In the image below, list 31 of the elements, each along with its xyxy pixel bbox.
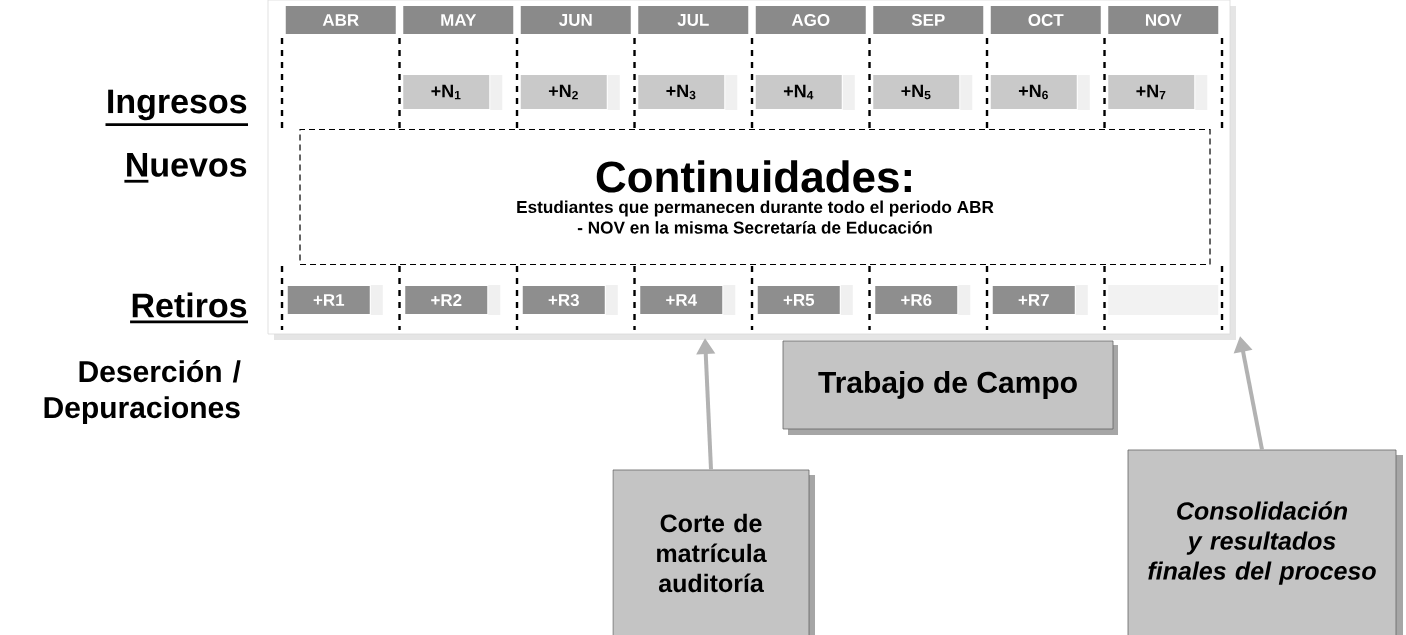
entry-box: +N$_{4}$: [755, 75, 855, 110]
row-label: Retiros: [130, 292, 248, 324]
exit-box: +R7: [992, 285, 1088, 315]
exit-box: +R3: [522, 285, 618, 315]
month-header: SEP: [873, 6, 984, 34]
month-header: OCT: [990, 6, 1101, 34]
month-header: ABR: [285, 6, 396, 34]
entry-box: +N$_{6}$: [990, 75, 1090, 110]
exit-box: +R6: [875, 285, 971, 315]
entry-box: +N$_{3}$: [638, 75, 738, 110]
month-header: AGO: [755, 6, 866, 34]
row-label: Deserción / Depuraciones: [44, 359, 241, 425]
entry-box: +N$_{2}$: [520, 75, 620, 110]
row-label: Nuevos: [124, 153, 247, 183]
exit-box: +R2: [405, 285, 501, 315]
month-header: MAY: [403, 6, 514, 34]
label-box: Trabajo de Campo: [782, 340, 1118, 435]
month-header: JUN: [520, 6, 631, 34]
entry-box: +N$_{5}$: [873, 75, 973, 110]
month-header: NOV: [1108, 6, 1219, 34]
label-box: Consolidación y resultados finales del proceso: [1127, 449, 1403, 635]
month-header: JUL: [638, 6, 749, 34]
entry-box: +N$_{7}$: [1108, 75, 1208, 110]
exit-box: +R1: [287, 285, 383, 315]
exit-box: +R5: [757, 285, 853, 315]
empty-box: [1108, 285, 1219, 315]
exit-box: +R4: [640, 285, 736, 315]
entry-box: +N$_{1}$: [403, 75, 503, 110]
label-box: Corte de matrícula auditoría: [612, 469, 815, 635]
row-label: Ingresos: [105, 89, 248, 127]
dashed-box: Continuidades: Estudiantes que permanecen durante todo el periodo ABR - NOV en la misma Secretaría de Educación: [299, 128, 1211, 266]
